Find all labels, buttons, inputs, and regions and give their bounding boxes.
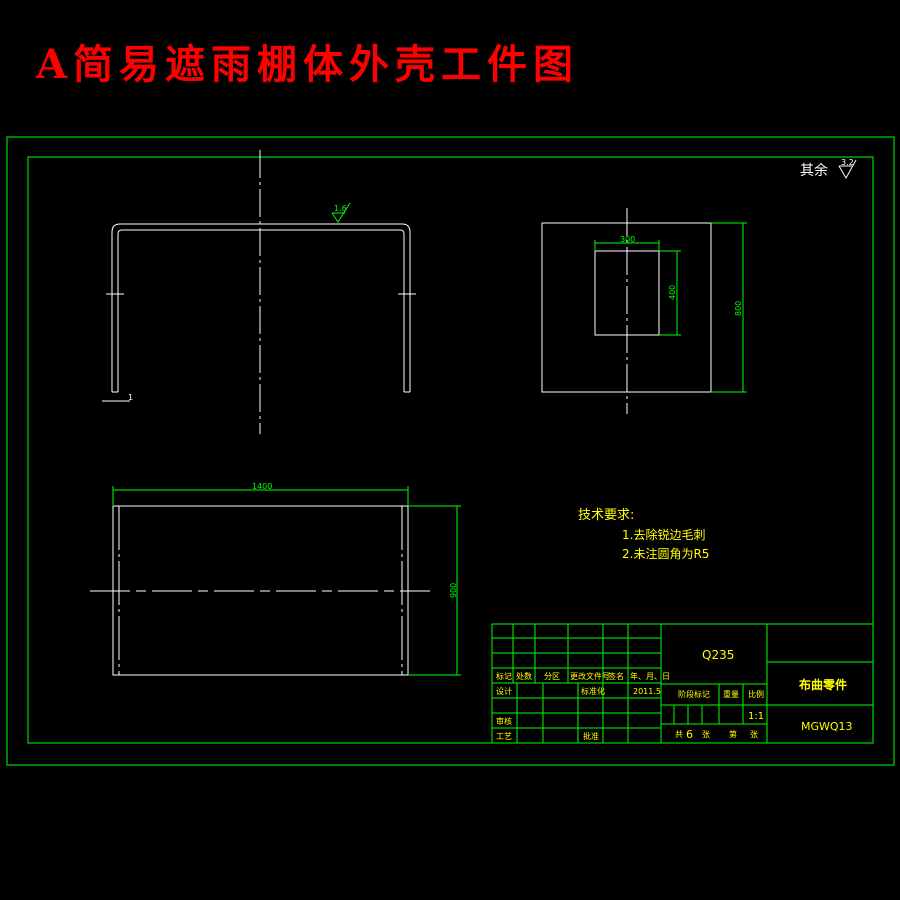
tb-scale: 1:1 [748,711,764,722]
front-view [102,150,416,434]
side-height-dim: 900 [449,583,458,598]
side-dimensions [594,222,747,393]
tb-date: 2011.5 [633,687,661,696]
tb-material: Q235 [702,648,734,662]
tb-change-doc: 更改文件号 [570,671,610,681]
tech-item-2: 2.未注圆角为R5 [622,546,709,561]
outer-frame [6,136,895,766]
tb-approve: 批准 [583,731,599,741]
tb-sheet-unit2: 张 [750,730,758,739]
tb-mark: 标记 [496,671,512,681]
tb-sheets-total: 共 [675,730,683,739]
side-view [541,208,712,414]
roughness-symbol-icon [838,159,857,180]
hole-width-dim: 300 [620,235,635,244]
tb-design: 设计 [496,686,512,696]
hole-height-dim: 400 [668,285,677,300]
tb-scale-label: 比例 [748,689,764,699]
page-title: A简易遮雨棚体外壳工件图 [36,41,580,88]
tb-ymd: 年、月、日 [630,671,670,681]
tb-sheet-no: 第 [729,729,737,739]
tb-standardize: 标准化 [581,686,605,696]
tech-item-1: 1.去除锐边毛刺 [622,527,705,542]
tb-count: 处数 [516,671,532,681]
tb-drawing-no: MGWQ13 [801,720,853,733]
tb-part-name: 布曲零件 [799,677,847,692]
tb-weight: 重量 [723,689,739,699]
tb-review: 审核 [496,716,512,726]
tb-zone: 分区 [544,672,560,681]
title-block [491,623,874,744]
tb-stage-mark: 阶段标记 [678,689,710,699]
tech-heading: 技术要求: [578,508,634,523]
roughness-other-label: 其余 [800,162,828,179]
width-top-dim: 1400 [252,482,272,491]
tb-sheets-count: 6 [686,728,693,741]
roughness-other-value: 3.2 [841,158,854,167]
tb-sheet-unit: 张 [702,730,710,739]
bottom-view [90,505,430,676]
tb-signature: 签名 [608,671,624,681]
bend-roughness-icon [331,202,351,223]
tb-process: 工艺 [496,732,512,741]
bottom-dimensions [112,486,461,676]
thickness-dim: 1 [128,393,133,402]
bend-roughness-value: 1.6 [334,204,347,213]
inner-frame [27,156,874,744]
plate-height-dim: 800 [734,301,743,316]
